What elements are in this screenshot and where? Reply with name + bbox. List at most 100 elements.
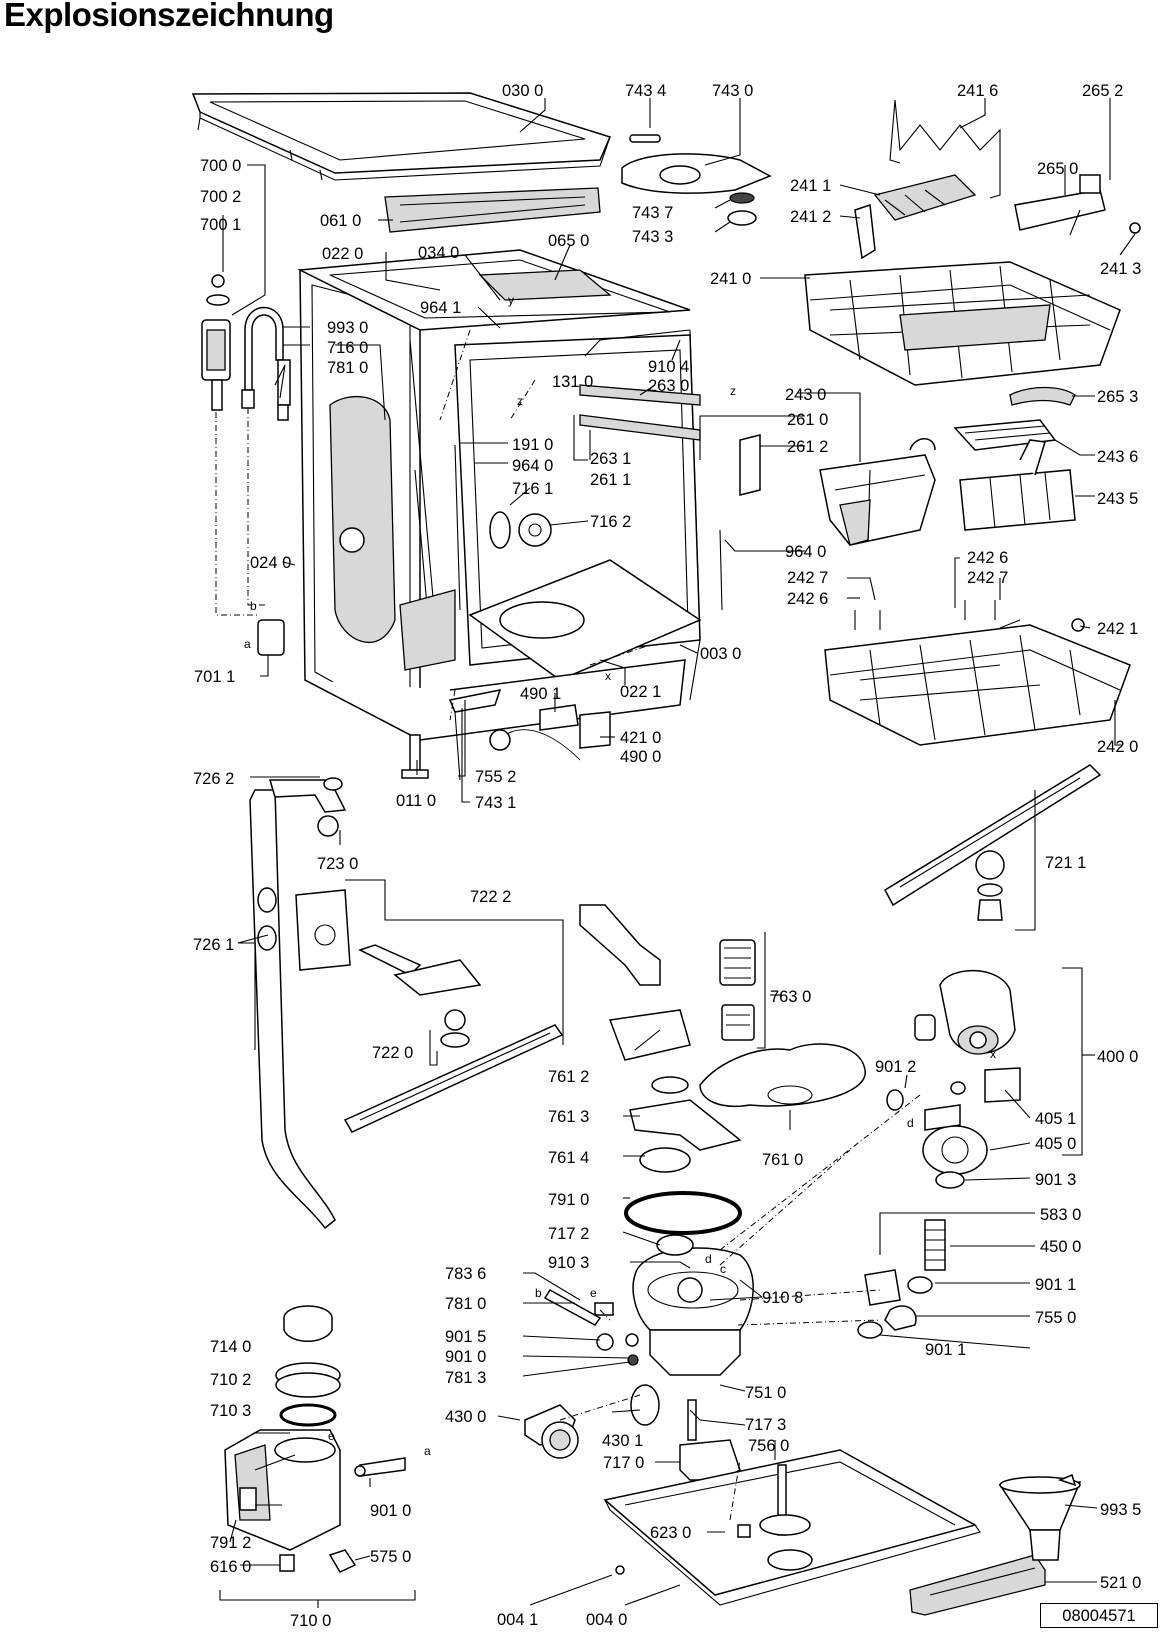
page-title: Explosionszeichnung xyxy=(4,0,334,33)
label-261-2: 261 2 xyxy=(787,438,828,456)
label-743-1: 743 1 xyxy=(475,794,516,812)
tub-small-parts xyxy=(401,704,611,779)
label-265-3: 265 3 xyxy=(1097,388,1138,406)
letter-c-1: c xyxy=(720,1262,726,1276)
label-717-0: 717 0 xyxy=(603,1454,644,1472)
label-901-2: 901 2 xyxy=(875,1058,916,1076)
letter-d-1: d xyxy=(907,1116,914,1130)
letter-z-2: z xyxy=(730,384,736,398)
label-761-0: 761 0 xyxy=(762,1151,803,1169)
label-791-0: 791 0 xyxy=(548,1191,589,1209)
label-030-0: 030 0 xyxy=(502,82,543,100)
label-761-3: 761 3 xyxy=(548,1108,589,1126)
label-241-6: 241 6 xyxy=(957,82,998,100)
label-710-3: 710 3 xyxy=(210,1402,251,1420)
control-strip xyxy=(384,187,601,233)
label-761-4: 761 4 xyxy=(548,1149,589,1167)
label-901-1-a: 901 1 xyxy=(1035,1276,1076,1294)
letter-e-1: e xyxy=(590,1286,597,1300)
lower-spray-arm xyxy=(343,944,564,1133)
label-583-0: 583 0 xyxy=(1040,1206,1081,1224)
label-721-1: 721 1 xyxy=(1045,854,1086,872)
cutlery-insert xyxy=(953,386,1076,531)
label-243-6: 243 6 xyxy=(1097,448,1138,466)
label-241-2: 241 2 xyxy=(790,208,831,226)
label-241-1: 241 1 xyxy=(790,177,831,195)
label-242-0: 242 0 xyxy=(1097,738,1138,756)
label-783-6: 783 6 xyxy=(445,1265,486,1283)
letter-a-2: a xyxy=(424,1444,431,1458)
kickplate-panel xyxy=(909,1554,1046,1616)
label-242-7-a: 242 7 xyxy=(787,569,828,587)
label-910-4: 910 4 xyxy=(648,358,689,376)
label-901-0-b: 901 0 xyxy=(370,1502,411,1520)
cutlery-basket xyxy=(819,438,936,546)
salt-funnel xyxy=(998,1473,1082,1561)
document-number-box: 08004571 xyxy=(1040,1603,1158,1628)
label-701-1: 701 1 xyxy=(194,668,235,686)
tub-body xyxy=(297,249,761,781)
label-710-2: 710 2 xyxy=(210,1371,251,1389)
letter-x-1: x xyxy=(605,669,611,683)
label-964-1: 964 1 xyxy=(420,299,461,317)
label-242-6-b: 242 6 xyxy=(787,590,828,608)
label-191-0: 191 0 xyxy=(512,436,553,454)
label-964-0-a: 964 0 xyxy=(512,457,553,475)
upper-spray-arm xyxy=(884,764,1102,921)
label-755-0: 755 0 xyxy=(1035,1309,1076,1327)
air-vent-parts xyxy=(621,134,772,226)
label-450-0: 450 0 xyxy=(1040,1238,1081,1256)
part-labels: 030 0 743 4 743 0 241 6 265 2 700 0 700 … xyxy=(193,82,1141,1630)
label-241-0: 241 0 xyxy=(710,270,751,288)
letter-b-2: b xyxy=(535,1286,542,1300)
label-722-2: 722 2 xyxy=(470,888,511,906)
label-901-5: 901 5 xyxy=(445,1328,486,1346)
label-241-3: 241 3 xyxy=(1100,260,1141,278)
label-405-0: 405 0 xyxy=(1035,1135,1076,1153)
circulation-pump xyxy=(857,969,1021,1339)
label-726-2: 726 2 xyxy=(193,770,234,788)
label-430-1: 430 1 xyxy=(602,1432,643,1450)
label-024-0: 024 0 xyxy=(250,554,291,572)
label-781-3: 781 3 xyxy=(445,1369,486,1387)
letter-a-1: a xyxy=(244,637,251,651)
label-004-1: 004 1 xyxy=(497,1611,538,1629)
label-756-0: 756 0 xyxy=(748,1437,789,1455)
label-263-1: 263 1 xyxy=(590,450,631,468)
label-722-0: 722 0 xyxy=(372,1044,413,1062)
label-242-6-a: 242 6 xyxy=(967,549,1008,567)
label-263-0: 263 0 xyxy=(648,377,689,395)
label-751-0: 751 0 xyxy=(745,1384,786,1402)
label-910-3: 910 3 xyxy=(548,1254,589,1272)
label-421-0: 421 0 xyxy=(620,729,661,747)
label-034-0: 034 0 xyxy=(418,244,459,262)
salt-container xyxy=(224,1305,406,1573)
label-131-0: 131 0 xyxy=(552,373,593,391)
letter-z-1: z xyxy=(517,394,523,408)
assembly-lines xyxy=(439,329,921,1521)
water-inlet-hose xyxy=(201,274,291,656)
label-265-0: 265 0 xyxy=(1037,160,1078,178)
label-400-0: 400 0 xyxy=(1097,1048,1138,1066)
label-430-0: 430 0 xyxy=(445,1408,486,1426)
label-022-0: 022 0 xyxy=(322,245,363,263)
connection-letters: z z b a x x d d e e b a y c xyxy=(244,293,996,1458)
label-993-0: 993 0 xyxy=(327,319,368,337)
label-781-0-b: 781 0 xyxy=(445,1295,486,1313)
label-065-0: 065 0 xyxy=(548,232,589,250)
label-521-0: 521 0 xyxy=(1100,1574,1141,1592)
label-616-0: 616 0 xyxy=(210,1558,251,1576)
label-714-0: 714 0 xyxy=(210,1338,251,1356)
label-726-1: 726 1 xyxy=(193,936,234,954)
label-011-0: 011 0 xyxy=(396,792,436,810)
label-265-2: 265 2 xyxy=(1082,82,1123,100)
label-243-5: 243 5 xyxy=(1097,490,1138,508)
label-003-0: 003 0 xyxy=(700,645,741,663)
label-901-3: 901 3 xyxy=(1035,1171,1076,1189)
label-723-0: 723 0 xyxy=(317,855,358,873)
label-405-1: 405 1 xyxy=(1035,1110,1076,1128)
supply-pipe xyxy=(249,777,351,1230)
label-901-0: 901 0 xyxy=(445,1348,486,1366)
label-700-1: 700 1 xyxy=(200,216,241,234)
